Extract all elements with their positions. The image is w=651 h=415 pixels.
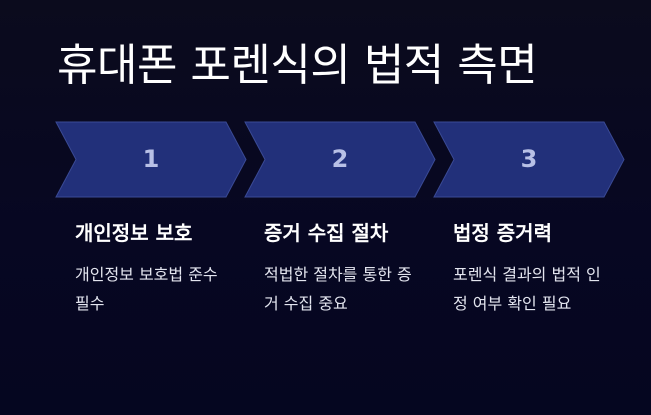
- card-privacy-protection: 개인정보 보호 개인정보 보호법 준수 필수: [75, 218, 250, 318]
- card-court-evidence: 법정 증거력 포렌식 결과의 법적 인정 여부 확인 필요: [453, 218, 628, 318]
- card-description: 적법한 절차를 통한 증거 수집 중요: [264, 265, 412, 313]
- process-steps: 1 2 3: [55, 121, 626, 198]
- chevron-arrow-icon: [55, 121, 247, 198]
- card-evidence-collection: 증거 수집 절차 적법한 절차를 통한 증거 수집 중요: [264, 218, 439, 318]
- step-number: 1: [142, 145, 160, 173]
- card-title: 법정 증거력: [453, 221, 552, 245]
- step-arrow-2: 2: [244, 121, 436, 198]
- step-number: 2: [331, 145, 349, 173]
- step-number: 3: [520, 145, 538, 173]
- step-arrow-1: 1: [55, 121, 247, 198]
- slide-title: 휴대폰 포렌식의 법적 측면: [57, 40, 538, 91]
- card-description: 포렌식 결과의 법적 인정 여부 확인 필요: [453, 265, 601, 313]
- chevron-arrow-icon: [433, 121, 625, 198]
- chevron-arrow-icon: [244, 121, 436, 198]
- card-description: 개인정보 보호법 준수 필수: [75, 265, 218, 313]
- card-title: 개인정보 보호: [75, 221, 193, 245]
- step-arrow-3: 3: [433, 121, 625, 198]
- card-title: 증거 수집 절차: [264, 221, 389, 245]
